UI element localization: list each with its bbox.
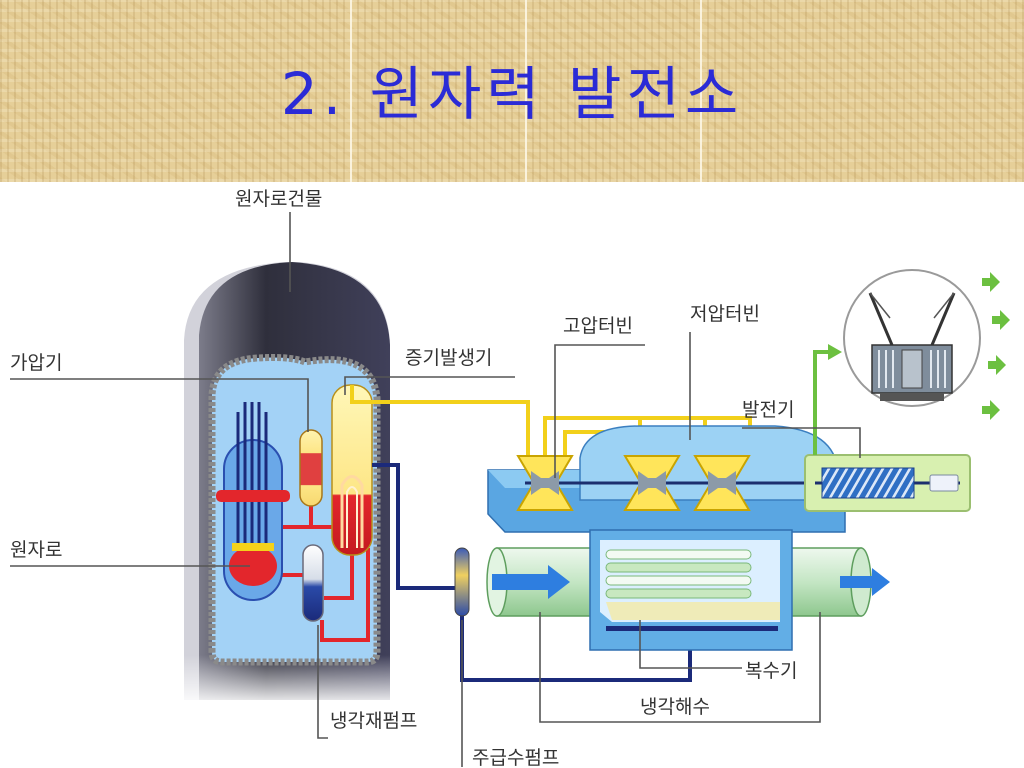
steam-generator-u-tubes <box>340 475 364 548</box>
exciter <box>929 474 959 492</box>
steam-generator <box>331 384 373 556</box>
condenser-tube <box>605 588 752 599</box>
condenser-tube <box>605 549 752 560</box>
steam-generator-u-tubes <box>346 486 358 548</box>
label-hp-turbine: 고압터빈 <box>563 315 633 337</box>
reactor-core <box>229 546 277 586</box>
condenser-hotwell-shading <box>606 602 780 620</box>
coolant-pump <box>302 544 324 622</box>
steam-generator-outlet-pipe <box>324 555 354 600</box>
reactor-vessel <box>216 402 290 601</box>
power-line-segment <box>813 350 830 455</box>
cooling-water-outlet-pipe <box>783 547 890 617</box>
power-line <box>813 350 830 455</box>
generator-coil <box>821 467 915 499</box>
arrow-right-icon <box>988 355 1006 375</box>
leader-line-hp-turbine <box>554 344 645 478</box>
generator <box>804 454 971 512</box>
cooling-water-inlet-pipe <box>486 547 598 617</box>
arrow-right-icon <box>982 272 1000 292</box>
reactor-vessel-flange <box>216 490 290 502</box>
nuclear-power-plant-diagram: 원자로건물 가압기 증기발생기 고압터빈 저압터빈 발전기 원자로 복수기 냉각… <box>10 188 1010 768</box>
control-rods <box>236 402 268 545</box>
panel-seam <box>350 0 352 182</box>
transformer-fins <box>878 350 946 388</box>
transformer <box>843 269 981 407</box>
fuel-assembly-top <box>232 543 274 551</box>
condenser-tube <box>605 562 752 573</box>
label-feedwater-pump: 주급수펌프 <box>472 747 559 768</box>
condenser-hotwell <box>606 626 778 631</box>
transformer-core <box>901 349 923 389</box>
transformer-bushing <box>868 292 894 346</box>
label-generator: 발전기 <box>742 399 794 421</box>
turbine-rotor <box>638 471 666 495</box>
steam-generator-body <box>331 384 373 556</box>
cooling-flow-arrow-icon <box>840 568 890 596</box>
slide-title: 2. 원자력 발전소 <box>280 60 744 128</box>
leader-line-coolant-pump <box>317 625 328 739</box>
leader-line-cooling-seawater <box>539 612 821 723</box>
leader-line-condenser <box>639 620 742 669</box>
power-output-arrows <box>982 272 1010 420</box>
turbine-rotor <box>708 471 736 495</box>
panel-seam <box>700 0 702 182</box>
transformer-bushing <box>930 292 956 346</box>
condenser-tube <box>605 575 752 586</box>
leader-line-pressurizer <box>10 378 309 432</box>
primary-coolant-piping <box>282 505 370 642</box>
panel-seam <box>525 0 527 182</box>
arrow-right-icon <box>992 310 1010 330</box>
label-lp-turbine: 저압터빈 <box>690 303 760 325</box>
transformer-wire <box>869 292 891 319</box>
label-cooling-seawater: 냉각해수 <box>640 696 710 718</box>
slide-header: 2. 원자력 발전소 <box>0 0 1024 182</box>
pressurizer <box>299 429 323 507</box>
transformer-base <box>880 393 944 401</box>
label-pressurizer: 가압기 <box>10 352 62 374</box>
label-leader-lines <box>10 212 861 767</box>
label-reactor: 원자로 <box>10 539 62 561</box>
label-steam-generator: 증기발생기 <box>405 347 492 369</box>
leader-line-generator <box>742 427 861 458</box>
turbine-rotor <box>531 471 559 495</box>
low-pressure-turbine-1 <box>623 455 681 511</box>
feedwater-pump <box>454 547 470 617</box>
high-pressure-turbine <box>516 455 574 511</box>
feedwater-to-steam-generator <box>372 463 455 590</box>
label-reactor-building: 원자로건물 <box>235 188 322 210</box>
cold-leg-pipe <box>320 548 370 642</box>
low-pressure-turbine-2 <box>693 455 751 511</box>
label-condenser: 복수기 <box>745 660 797 682</box>
leader-line-steam-generator <box>344 376 515 395</box>
transformer-wire <box>933 292 955 319</box>
condenser <box>589 529 793 651</box>
main-steam-line <box>350 385 530 460</box>
power-flow-arrow-icon <box>828 344 842 360</box>
arrow-right-icon <box>982 400 1000 420</box>
cooling-flow-arrow-icon <box>492 565 570 599</box>
label-coolant-pump: 냉각재펌프 <box>330 710 417 732</box>
